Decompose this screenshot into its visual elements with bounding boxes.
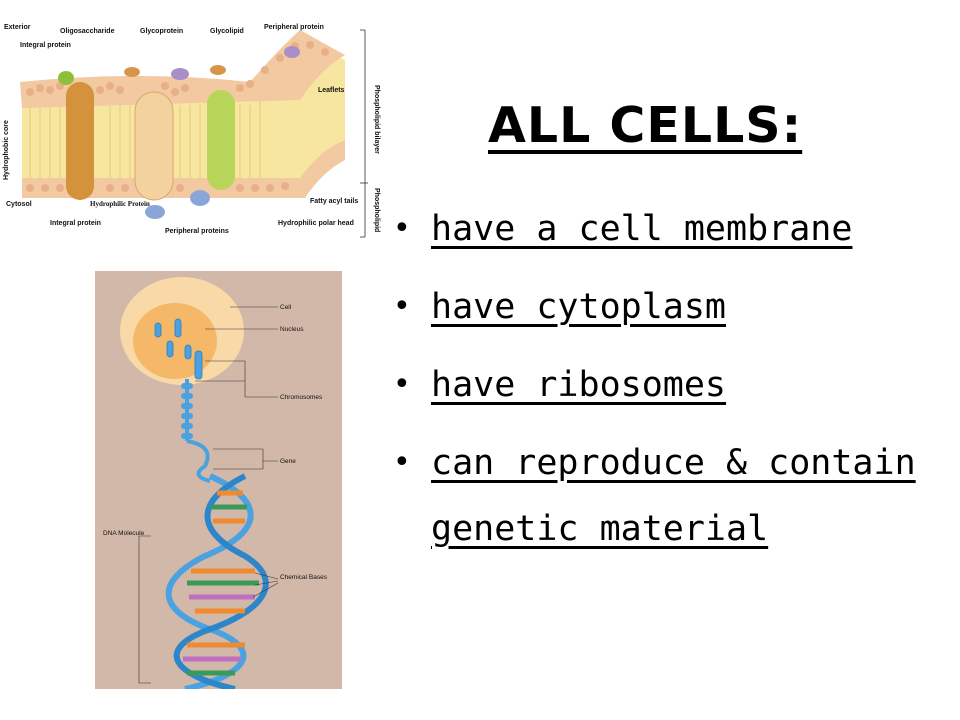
label-phospholipid: Phospholipid (373, 188, 380, 232)
bullet-item: • have a cell membrane (393, 196, 953, 262)
cell-membrane-diagram: Exterior Integral protein Oligosaccharid… (3, 24, 380, 238)
label-glycolipid: Glycolipid (210, 28, 244, 35)
label-oligosaccharide: Oligosaccharide (60, 28, 115, 35)
slide-title: ALL CELLS: (488, 97, 803, 154)
bullet-dot: • (393, 367, 411, 402)
label-peripheral-protein-top: Peripheral protein (264, 24, 324, 31)
bullet-text: have cytoplasm (431, 287, 727, 327)
bullet-dot: • (393, 445, 411, 480)
label-leaflets: Leaflets (318, 87, 345, 94)
bullet-text: can reproduce & contain genetic material (431, 443, 916, 549)
bullet-list: • have a cell membrane • have cytoplasm • h… (393, 196, 953, 574)
label-integral-protein-top: Integral protein (20, 42, 71, 49)
label-hydrophilic-protein: Hydrophilic Protein (90, 200, 150, 208)
bullet-item: • have ribosomes (393, 352, 953, 418)
label-hydrophobic-core: Hydrophobic core (3, 120, 10, 180)
label-gene: Gene (280, 458, 296, 465)
bullet-text: have ribosomes (431, 365, 727, 405)
label-peripheral-proteins: Peripheral proteins (165, 228, 229, 235)
bullet-text: have a cell membrane (431, 209, 853, 249)
dna-diagram: Cell Nucleus Chromosomes Gene DNA Molecu… (95, 271, 342, 689)
bullet-item: • can reproduce & contain genetic materia… (393, 430, 953, 562)
label-nucleus: Nucleus (280, 326, 304, 333)
label-fatty-acyl-tails: Fatty acyl tails (310, 198, 358, 205)
label-cell: Cell (280, 304, 292, 311)
label-phospholipid-bilayer: Phospholipid bilayer (373, 85, 380, 154)
label-cytosol: Cytosol (6, 201, 32, 208)
label-hydrophilic-polar-head: Hydrophilic polar head (278, 220, 354, 227)
label-glycoprotein: Glycoprotein (140, 28, 183, 35)
bullet-item: • have cytoplasm (393, 274, 953, 340)
bullet-dot: • (393, 289, 411, 324)
bullet-dot: • (393, 211, 411, 246)
label-exterior: Exterior (4, 24, 31, 31)
label-dna-molecule: DNA Molecule (103, 530, 145, 537)
label-integral-protein-bottom: Integral protein (50, 220, 101, 227)
label-chemical-bases: Chemical Bases (280, 574, 328, 581)
label-chromosomes: Chromosomes (280, 394, 323, 401)
